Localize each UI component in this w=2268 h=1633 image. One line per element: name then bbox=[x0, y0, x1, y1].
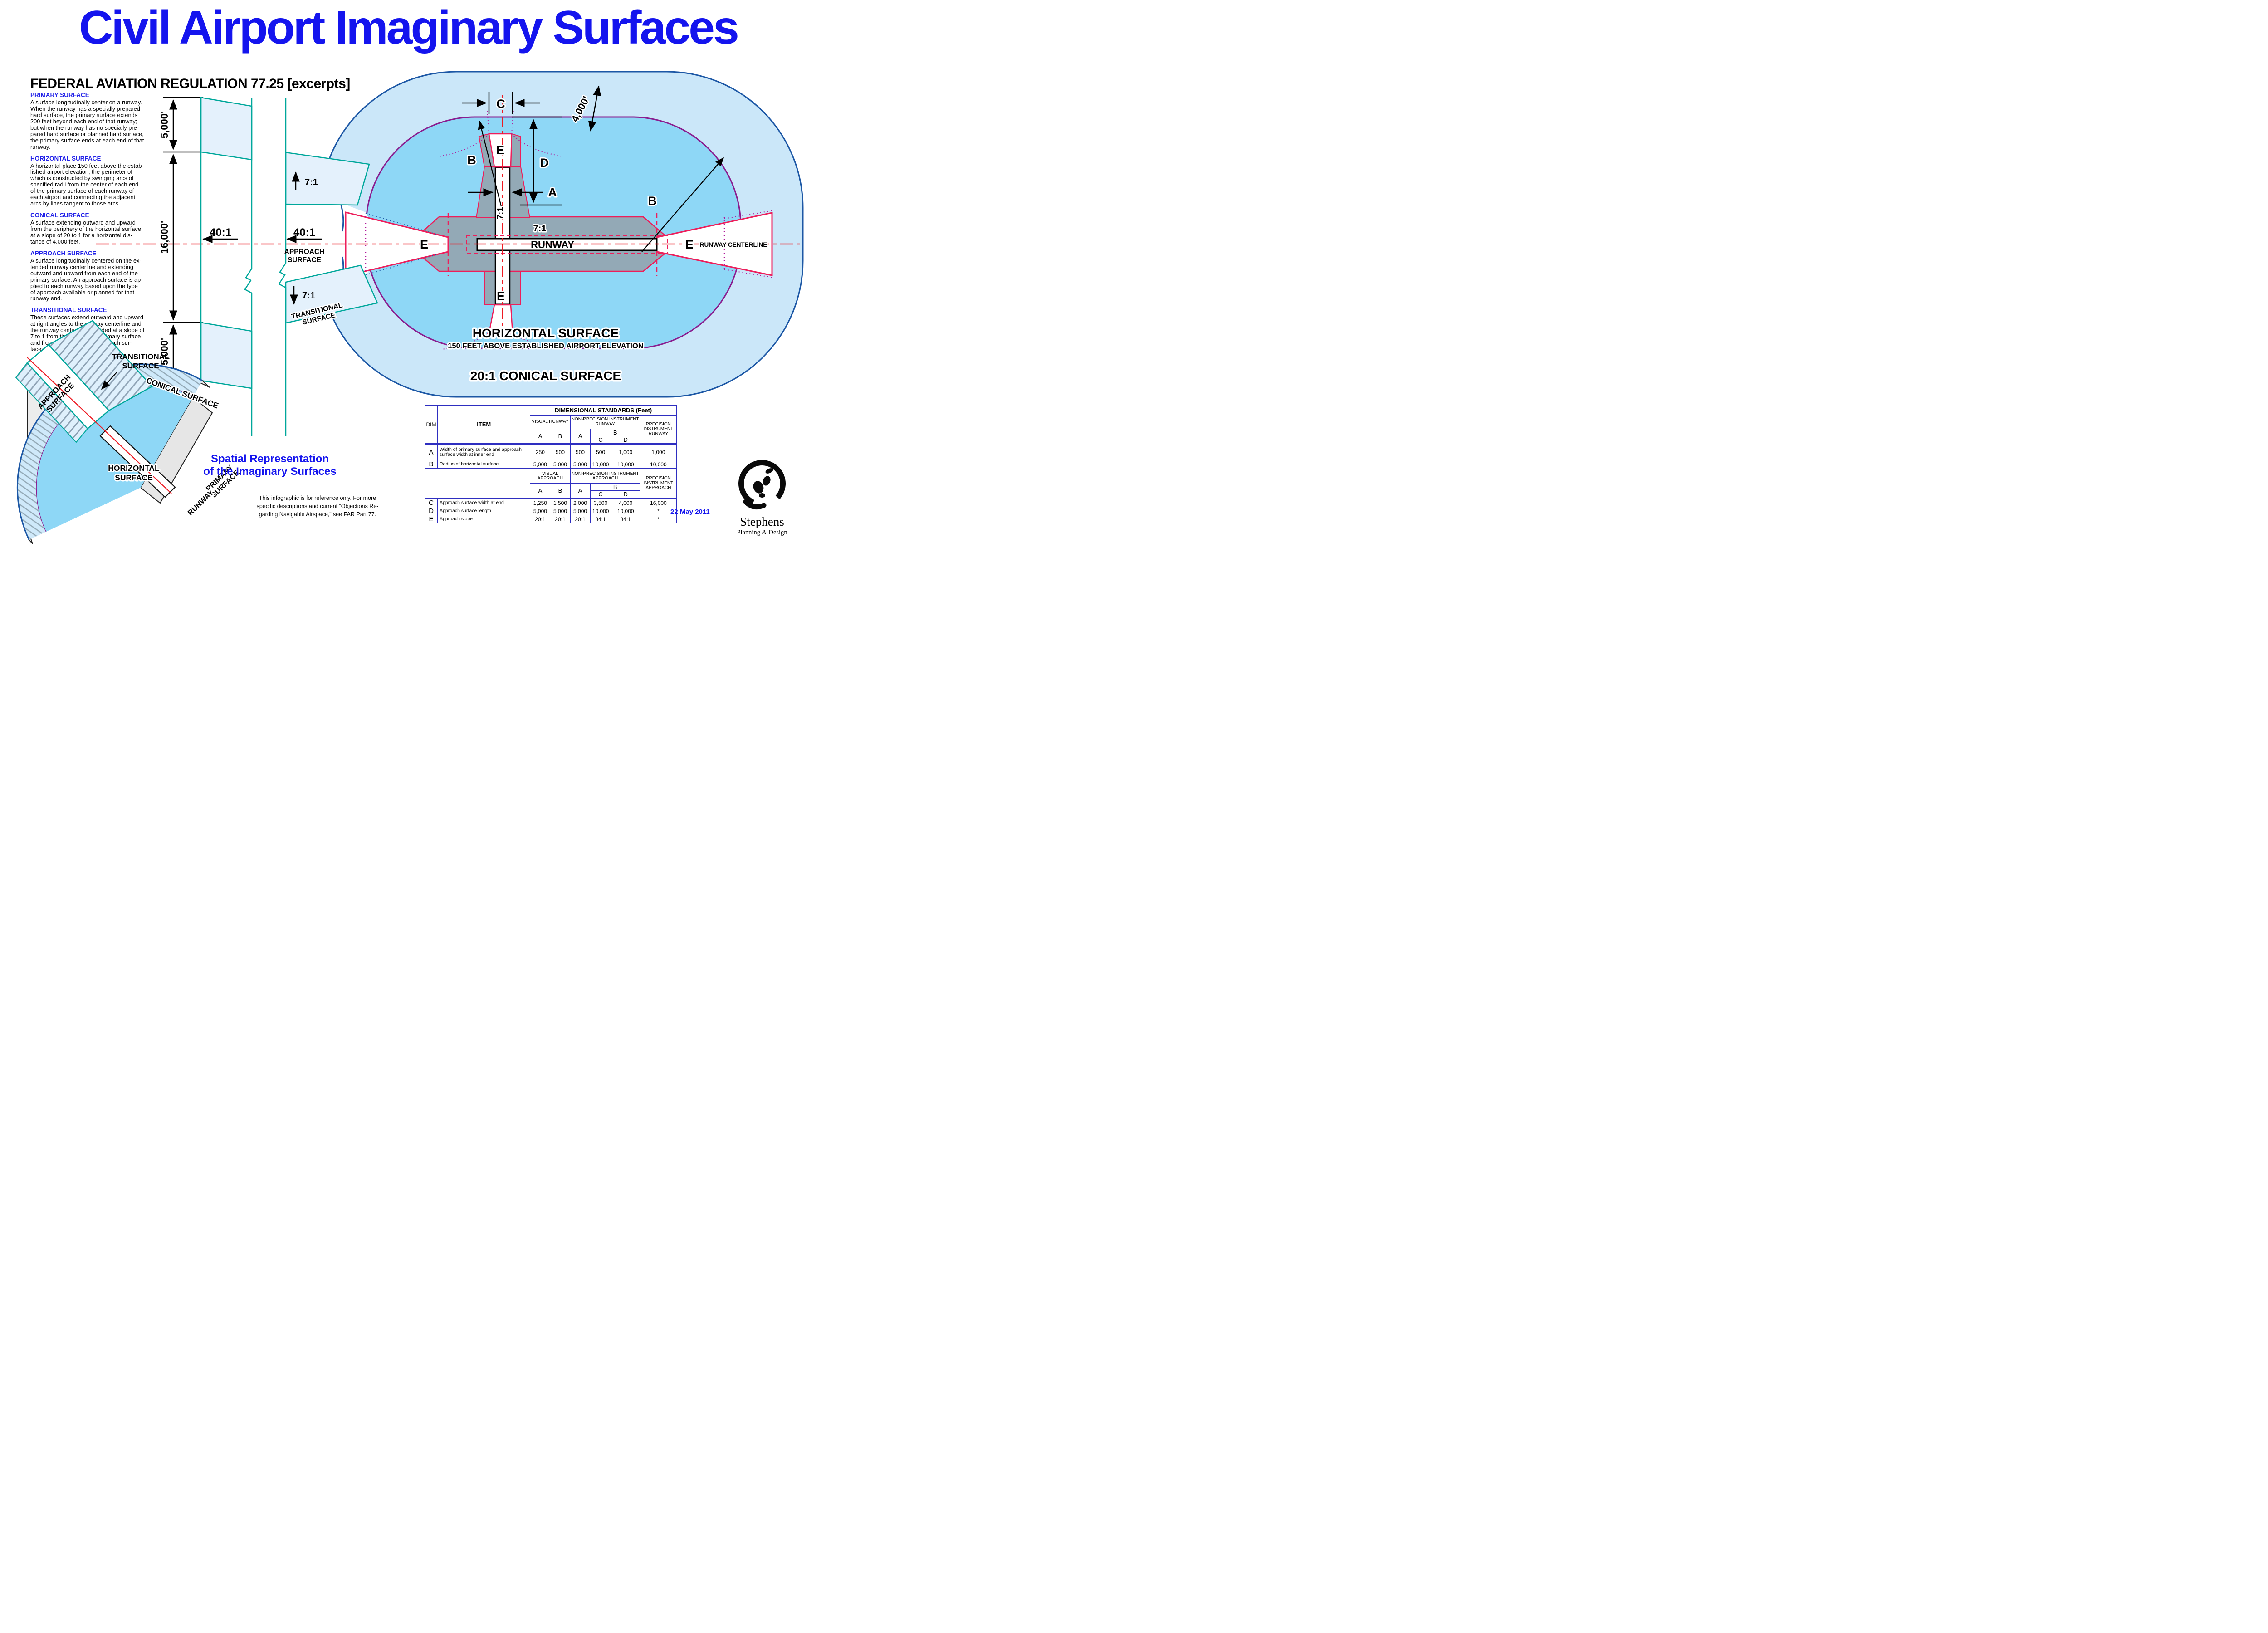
th-visual-approach: VISUAL APPROACH bbox=[530, 468, 571, 484]
spatial-horizontal-1: HORIZONTAL bbox=[108, 464, 160, 473]
th-visual-runway: VISUAL RUNWAY bbox=[530, 415, 571, 429]
date-label: 22 May 2011 bbox=[670, 508, 710, 516]
letter-d: D bbox=[540, 156, 549, 170]
slope-7-1-horizontal: 7:1 bbox=[533, 224, 547, 234]
th-dim: DIM bbox=[424, 405, 438, 444]
globe-logo-icon bbox=[738, 460, 786, 510]
spatial-horizontal-2: SURFACE bbox=[115, 473, 153, 482]
runway-label: RUNWAY bbox=[531, 239, 574, 250]
letter-e-south: E bbox=[497, 289, 505, 303]
runway-centerline-3d bbox=[27, 357, 172, 494]
left-diagram: 5,000' 16,000' 5,000' 7:1 7:1 40:1 40:1 … bbox=[159, 97, 378, 436]
slope-7-1-vertical: 7:1 bbox=[496, 207, 505, 220]
slope-40-1-right: 40:1 bbox=[293, 226, 315, 239]
letter-e-east: E bbox=[685, 238, 694, 251]
spatial-representation-title: Spatial Representation of the Imaginary … bbox=[203, 453, 337, 478]
upper-left-transitional-strip bbox=[200, 97, 253, 161]
definitions-column: PRIMARY SURFACE A surface longitudinally… bbox=[30, 92, 185, 357]
approach-surface-label-1: APPROACH bbox=[284, 248, 325, 256]
section-body: A surface longitudinally centered on the… bbox=[30, 257, 143, 302]
letter-e-west: E bbox=[420, 238, 428, 251]
table-row-d: D Approach surface length 5,000 5,000 5,… bbox=[424, 507, 677, 515]
dimensional-standards-table: DIM ITEM DIMENSIONAL STANDARDS (Feet) VI… bbox=[424, 405, 677, 523]
horizontal-surface-note: 150 FEET ABOVE ESTABLISHED AIRPORT ELEVA… bbox=[448, 342, 644, 350]
approach-edge-line-1 bbox=[244, 98, 253, 436]
approach-surface-label-2: SURFACE bbox=[288, 256, 321, 264]
lower-left-transitional-strip bbox=[200, 322, 253, 389]
slope-40-1-left: 40:1 bbox=[210, 226, 231, 239]
disclaimer-text: This infographic is for reference only. … bbox=[256, 495, 379, 518]
diagram-canvas: 4,000' bbox=[15, 71, 804, 544]
table-row-e: E Approach slope 20:1 20:1 20:1 34:1 34:… bbox=[424, 515, 677, 523]
section-body: A horizontal place 150 feet above the es… bbox=[30, 162, 144, 207]
spatial-transitional-2: SURFACE bbox=[122, 362, 159, 370]
dim-4000-arrow bbox=[588, 85, 601, 132]
dim-a: A bbox=[468, 185, 558, 200]
company-logo: Stephens Planning & Design bbox=[712, 457, 812, 537]
th-prec-runway: PRECISION INSTRUMENT RUNWAY bbox=[640, 415, 677, 444]
section-heading: APPROACH SURFACE bbox=[30, 249, 97, 257]
brand-subtitle: Planning & Design bbox=[737, 529, 787, 536]
regulation-subtitle: FEDERAL AVIATION REGULATION 77.25 [excer… bbox=[30, 76, 350, 91]
plan-view: 4,000' bbox=[96, 71, 804, 398]
table-row-b: B Radius of horizontal surface 5,000 5,0… bbox=[424, 460, 677, 469]
section-horizontal-surface: HORIZONTAL SURFACE A horizontal place 15… bbox=[30, 155, 185, 207]
radius-b-arrow-north bbox=[478, 120, 502, 207]
dim-5000-top: 5,000' bbox=[159, 111, 170, 138]
section-heading: HORIZONTAL SURFACE bbox=[30, 155, 101, 162]
infographic-page: Civil Airport Imaginary Surfaces FEDERAL… bbox=[0, 0, 816, 544]
table-row-c: C Approach surface width at end 1,250 1,… bbox=[424, 498, 677, 507]
slope-7-1-up: 7:1 bbox=[305, 177, 318, 187]
th-np-runway: NON-PRECISION INSTRUMENT RUNWAY bbox=[570, 415, 640, 429]
letter-b: B bbox=[467, 153, 476, 167]
dim-d: D bbox=[512, 116, 562, 206]
table-row-a: A Width of primary surface and approach … bbox=[424, 443, 677, 460]
section-heading: CONICAL SURFACE bbox=[30, 212, 89, 219]
th-prec-approach: PRECISION INSTRUMENT APPROACH bbox=[640, 468, 677, 499]
page-title: Civil Airport Imaginary Surfaces bbox=[79, 1, 739, 54]
slope-7-1-down: 7:1 bbox=[302, 291, 315, 301]
dim-16000: 16,000' bbox=[159, 221, 170, 254]
spatial-runway-label: RUNWAY bbox=[186, 489, 215, 517]
section-heading: PRIMARY SURFACE bbox=[30, 92, 89, 98]
dim-c: C bbox=[462, 92, 540, 114]
letter-e-north: E bbox=[496, 143, 504, 157]
approach-ramp-3d bbox=[26, 344, 110, 430]
letter-a: A bbox=[548, 186, 557, 199]
spatial-view: TRANSITIONAL SURFACE APPROACH SURFACE CO… bbox=[15, 320, 242, 544]
brand-name: Stephens bbox=[740, 515, 784, 528]
th-np-approach: NON-PRECISION INSTRUMENT APPROACH bbox=[570, 468, 640, 484]
th-standards: DIMENSIONAL STANDARDS (Feet) bbox=[530, 405, 677, 416]
conical-surface-label: 20:1 CONICAL SURFACE bbox=[470, 369, 621, 383]
letter-c: C bbox=[496, 97, 505, 111]
th-item: ITEM bbox=[437, 405, 531, 444]
letter-b: B bbox=[648, 194, 657, 208]
section-body: A surface extending outward and upward f… bbox=[30, 219, 141, 245]
approach-edge-line-2 bbox=[278, 98, 287, 436]
section-body: A surface longitudinally center on a run… bbox=[30, 99, 144, 150]
radius-b-arrow-east bbox=[641, 157, 724, 252]
section-approach-surface: APPROACH SURFACE A surface longitudinall… bbox=[30, 250, 185, 302]
dim-5000-bottom: 5,000' bbox=[159, 338, 170, 365]
section-primary-surface: PRIMARY SURFACE A surface longitudinally… bbox=[30, 92, 185, 150]
south-approach-fan bbox=[442, 304, 561, 350]
section-heading: TRANSITIONAL SURFACE bbox=[30, 307, 107, 314]
runway-centerline-label: RUNWAY CENTERLINE bbox=[700, 241, 767, 248]
horizontal-surface-label: HORIZONTAL SURFACE bbox=[473, 326, 619, 340]
section-conical-surface: CONICAL SURFACE A surface extending outw… bbox=[30, 212, 185, 245]
spatial-transitional-1: TRANSITIONAL bbox=[112, 352, 170, 361]
